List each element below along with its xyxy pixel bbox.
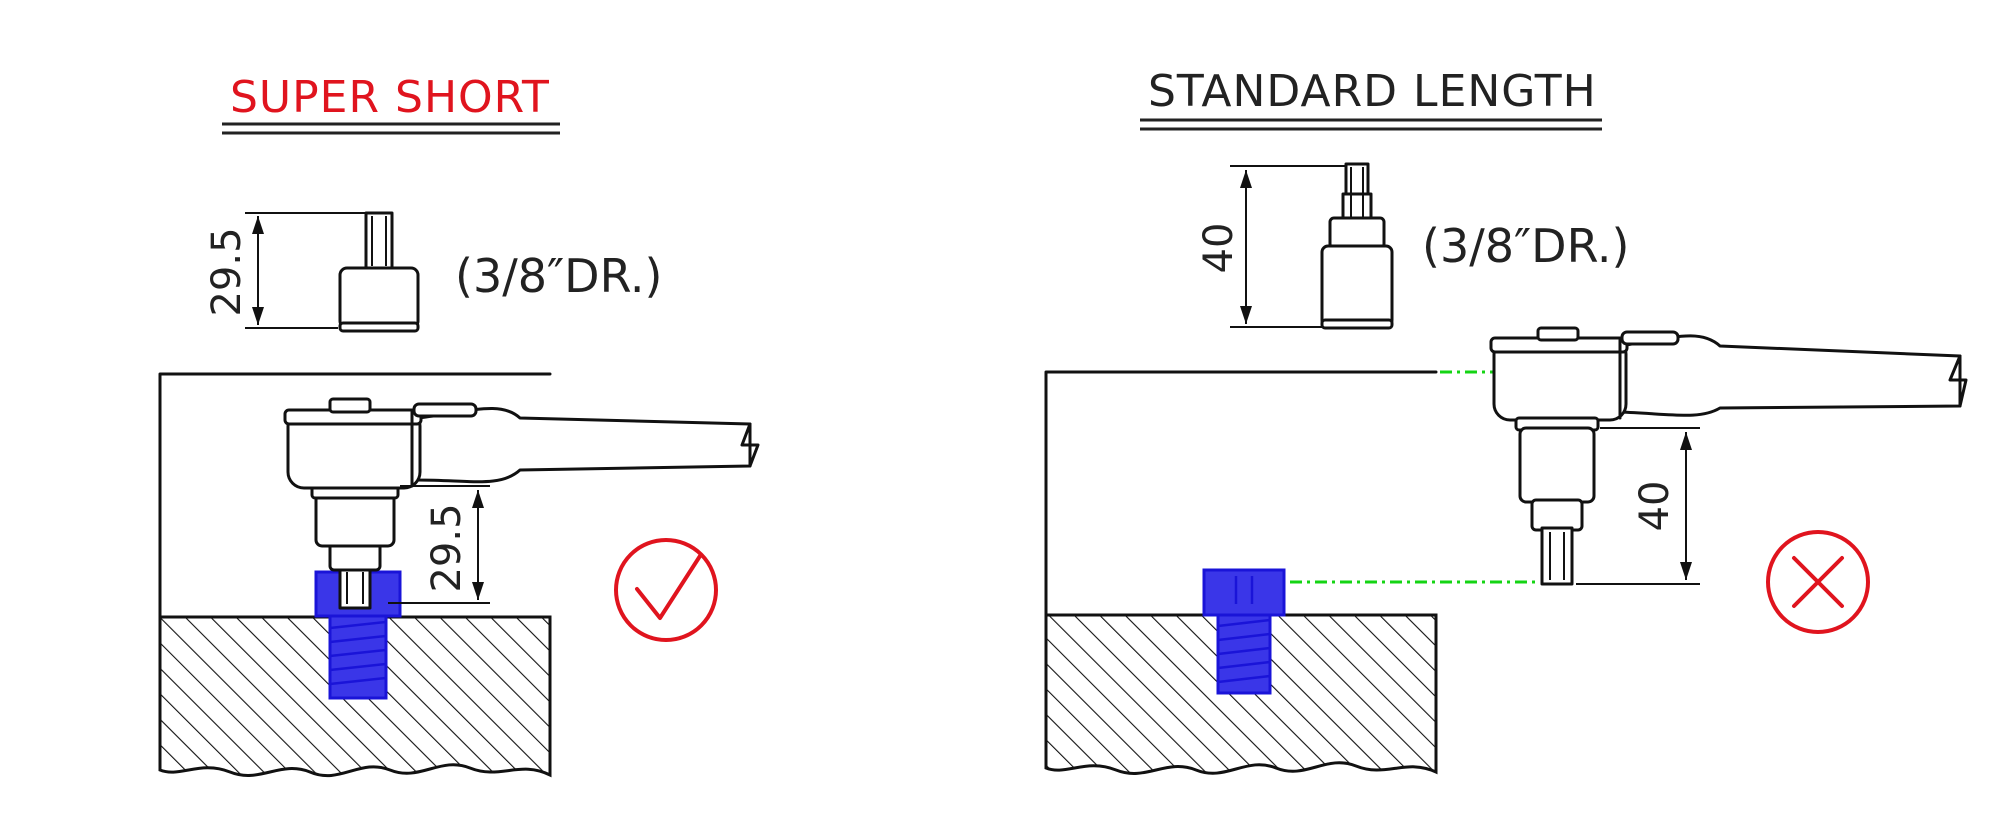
right-ratchet-wrench [1489, 326, 1968, 422]
left-socket-illustration [245, 211, 420, 333]
right-socket-illustration [1230, 162, 1394, 330]
check-circle-icon [614, 538, 718, 642]
left-panel: SUPER SHORT 29.5 (3/8″DR.) [158, 72, 760, 778]
left-clearance-dimension: 29.5 [424, 503, 470, 592]
left-panel-title: SUPER SHORT [230, 72, 550, 123]
right-clearance-dimension: 40 [1632, 481, 1678, 532]
left-ratchet-wrench [283, 397, 760, 490]
right-socket-dimension: 40 [1196, 223, 1242, 274]
right-drive-label: (3/8″DR.) [1422, 219, 1629, 273]
left-drive-label: (3/8″DR.) [455, 249, 662, 303]
right-socket-in-use [1514, 416, 1600, 586]
right-panel: STANDARD LENGTH 40 (3/8″DR.) [1044, 66, 1968, 775]
left-workspace-wall [158, 372, 552, 622]
right-workspace-wall [1044, 370, 1438, 620]
right-bolt [1202, 568, 1286, 695]
left-socket-dimension: 29.5 [204, 227, 250, 316]
right-panel-title: STANDARD LENGTH [1148, 66, 1597, 117]
x-circle-icon [1766, 530, 1870, 634]
